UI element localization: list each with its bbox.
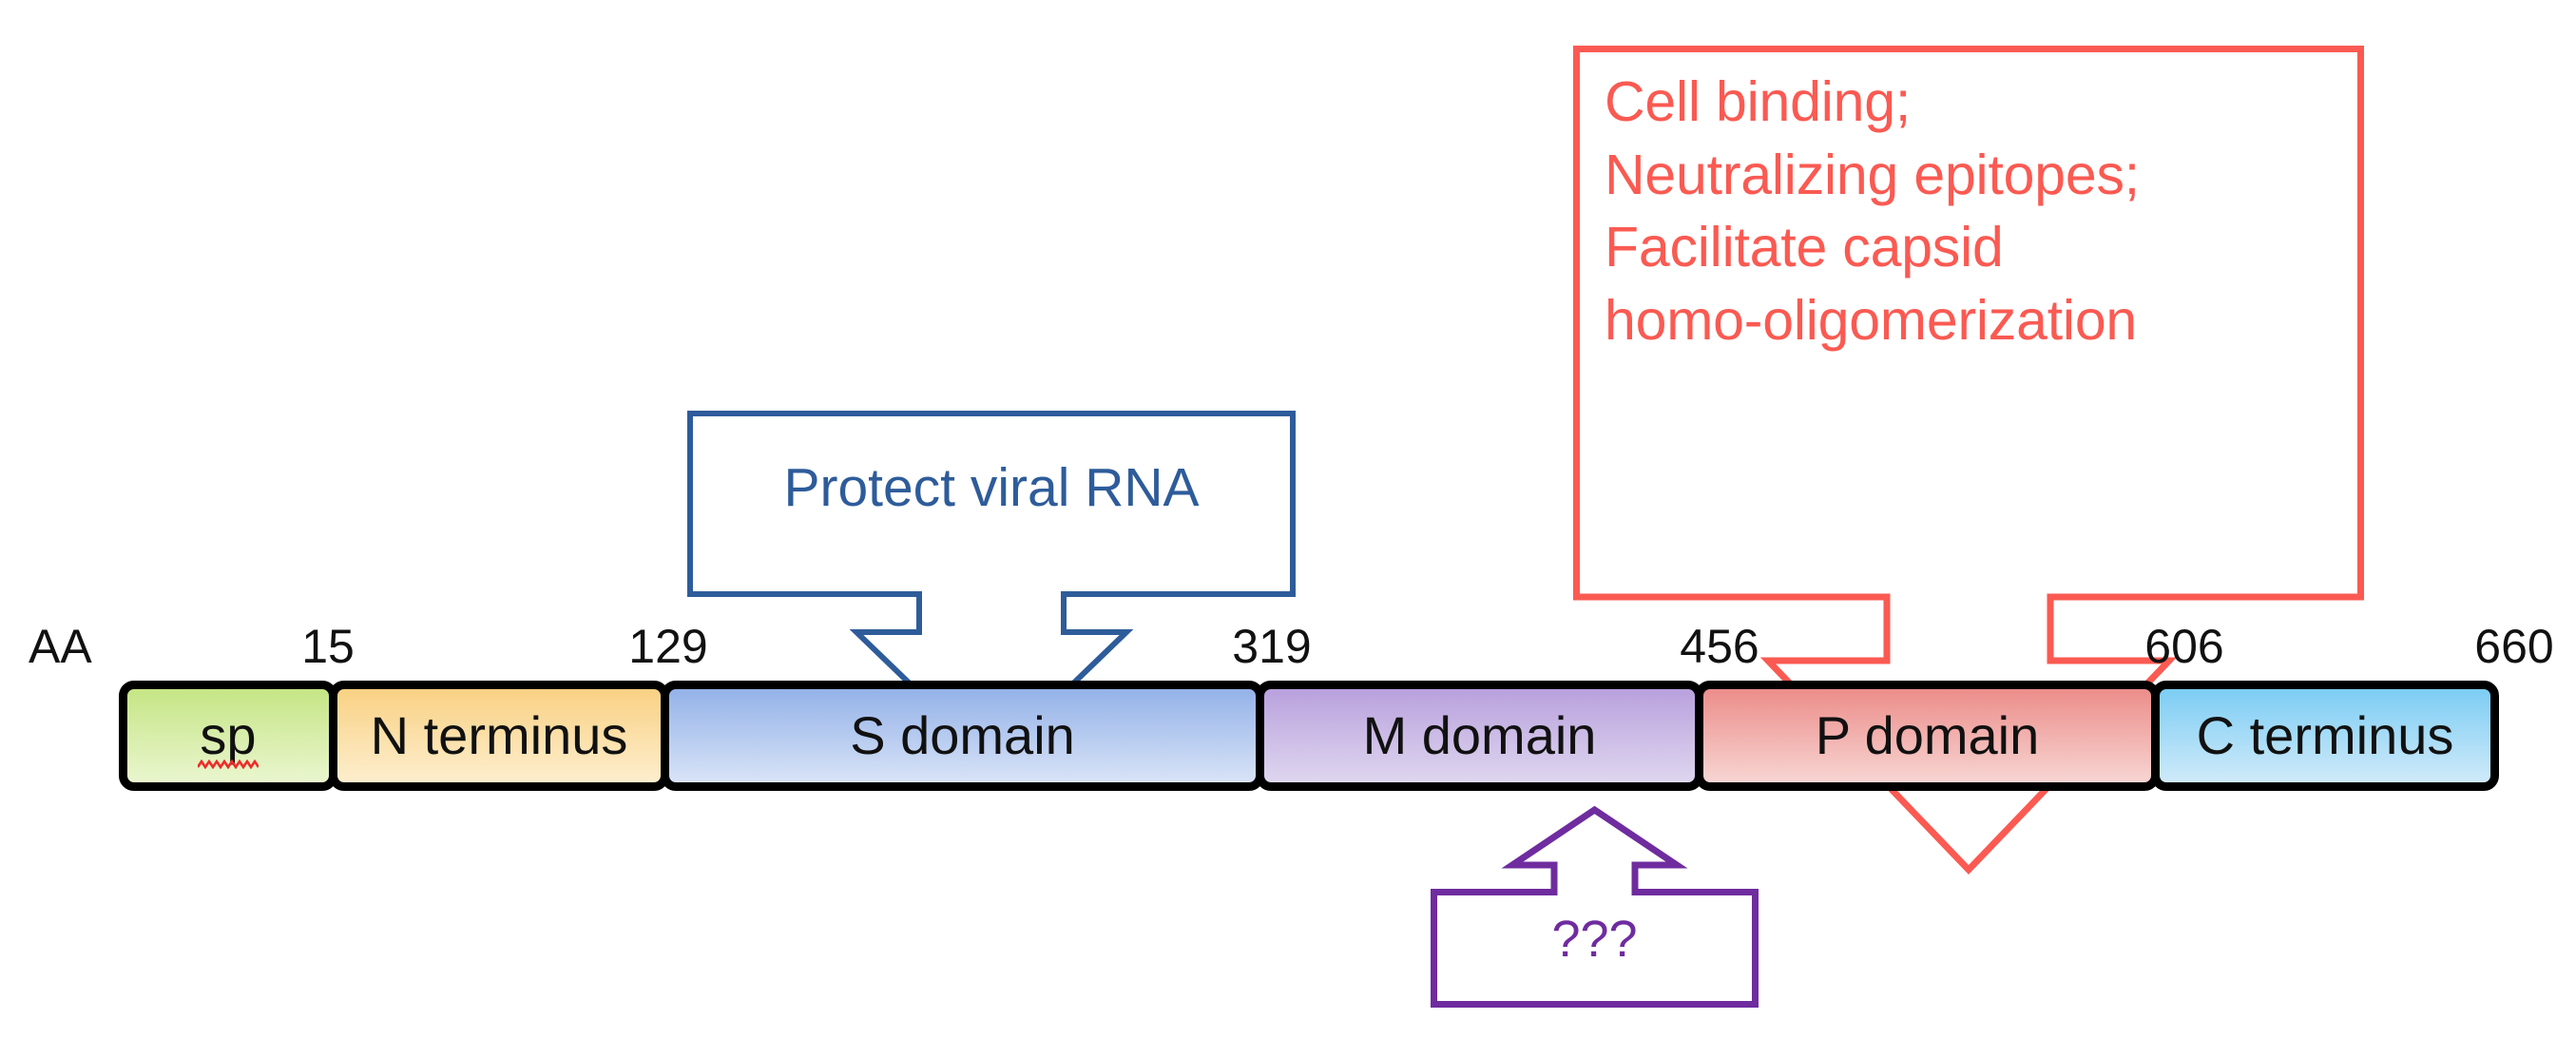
axis-tick-15: 15 bbox=[301, 620, 355, 673]
callout-blue-text: Protect viral RNA bbox=[783, 457, 1200, 518]
domain-segment-m-domain[interactable]: M domain bbox=[1256, 681, 1703, 791]
domain-label-m-domain: M domain bbox=[1362, 705, 1597, 765]
axis-tick-319: 319 bbox=[1232, 620, 1312, 673]
callout-purple-arrow-icon bbox=[1431, 805, 1759, 898]
axis-tick-660: 660 bbox=[2474, 620, 2554, 673]
domain-segment-sp[interactable]: sp bbox=[119, 681, 337, 791]
domain-segment-s-domain[interactable]: S domain bbox=[661, 681, 1264, 791]
axis-tick-456: 456 bbox=[1680, 620, 1759, 673]
domain-segment-p-domain[interactable]: P domain bbox=[1695, 681, 2160, 791]
domain-label-c-terminus: C terminus bbox=[2196, 705, 2454, 765]
spellcheck-squiggle-icon bbox=[198, 760, 259, 769]
domain-segment-n-terminus[interactable]: N terminus bbox=[329, 681, 669, 791]
callout-purple-text: ??? bbox=[1551, 911, 1638, 968]
callout-red-text: Cell binding; Neutralizing epitopes; Fac… bbox=[1605, 70, 2140, 353]
domain-label-p-domain: P domain bbox=[1815, 705, 2040, 765]
domain-bar: sp N terminus S domain M domain P domain… bbox=[119, 681, 2512, 791]
callout-red-p-domain: Cell binding; Neutralizing epitopes; Fac… bbox=[1573, 46, 2364, 464]
domain-label-sp: sp bbox=[200, 705, 257, 765]
axis-unit-label: AA bbox=[29, 620, 92, 673]
callout-blue-s-domain: Protect viral RNA bbox=[687, 411, 1296, 594]
callout-purple-m-domain: ??? bbox=[1431, 889, 1759, 1008]
domain-label-n-terminus: N terminus bbox=[370, 705, 628, 765]
axis-tick-129: 129 bbox=[628, 620, 708, 673]
domain-segment-c-terminus[interactable]: C terminus bbox=[2151, 681, 2499, 791]
axis-tick-606: 606 bbox=[2144, 620, 2224, 673]
domain-label-s-domain: S domain bbox=[850, 705, 1075, 765]
